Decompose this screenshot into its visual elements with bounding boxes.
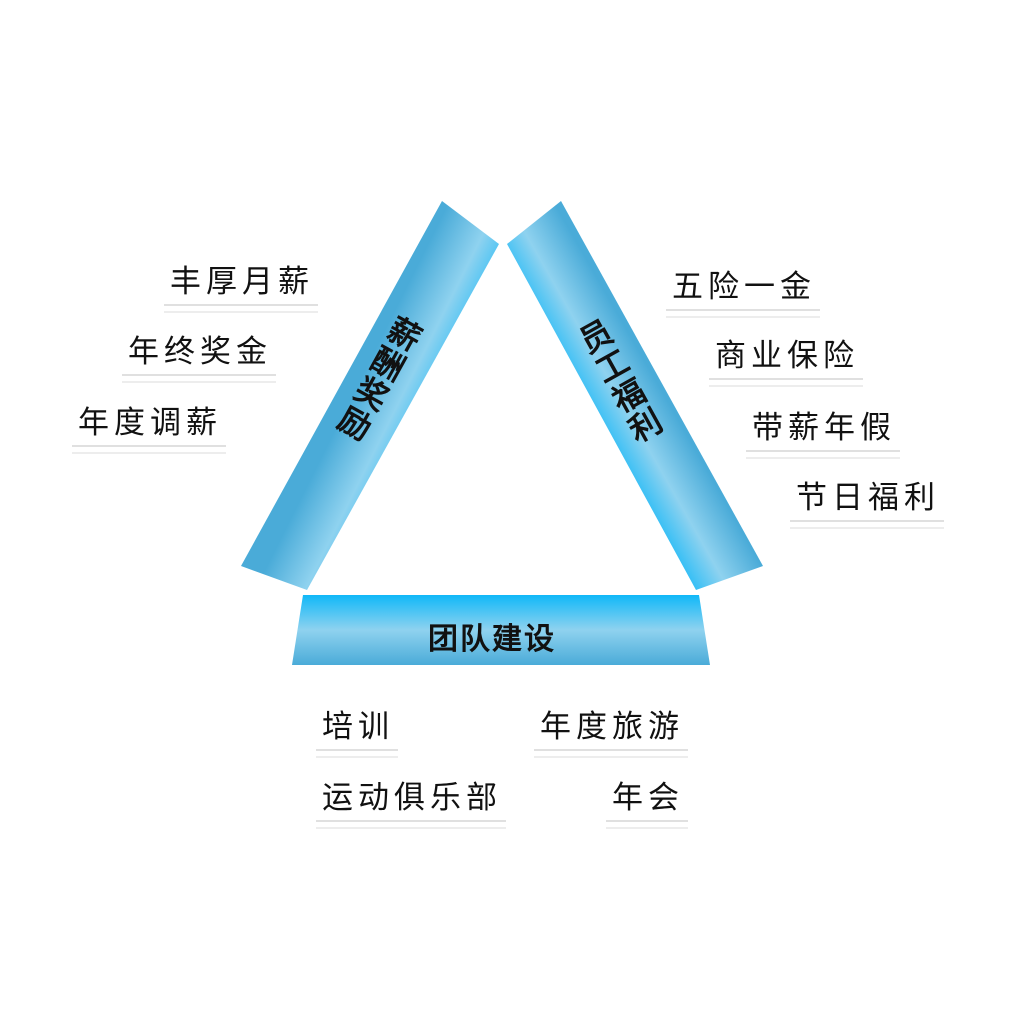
welfare-bar xyxy=(507,201,763,590)
compensation-item: 年终奖金 xyxy=(122,332,276,383)
team-bar xyxy=(292,595,710,665)
team-item: 年度旅游 xyxy=(534,707,688,758)
welfare-item: 带薪年假 xyxy=(746,408,900,459)
compensation-bar xyxy=(241,201,499,590)
team-item: 培训 xyxy=(316,707,398,758)
welfare-item: 五险一金 xyxy=(666,267,820,318)
team-title: 团队建设 xyxy=(428,622,556,657)
team-item: 运动俱乐部 xyxy=(316,778,506,829)
team-item: 年会 xyxy=(606,778,688,829)
welfare-item: 商业保险 xyxy=(709,336,863,387)
compensation-item: 年度调薪 xyxy=(72,403,226,454)
welfare-item: 节日福利 xyxy=(790,478,944,529)
compensation-item: 丰厚月薪 xyxy=(164,262,318,313)
